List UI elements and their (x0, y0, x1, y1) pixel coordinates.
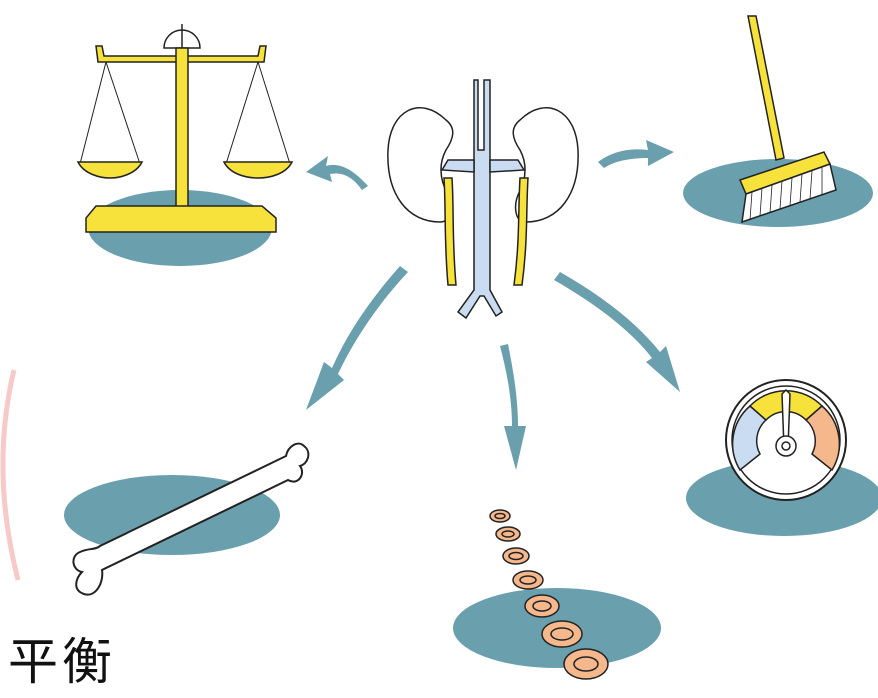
scale-left-pan (78, 162, 142, 178)
red-blood-cell (503, 548, 529, 564)
right-ureter (514, 178, 528, 285)
kidneys-icon (388, 80, 578, 318)
arrow-to-bone (306, 266, 408, 410)
red-blood-cell (496, 527, 520, 541)
watermark-arc (3, 370, 18, 580)
arrow-to-broom (598, 140, 674, 168)
gauge-hub (776, 436, 796, 456)
balance-scale-icon (78, 24, 292, 232)
red-blood-cell (542, 621, 582, 647)
left-ureter (444, 178, 456, 285)
red-blood-cell (564, 649, 608, 679)
red-blood-cell (490, 510, 510, 522)
pressure-gauge-icon (726, 380, 846, 500)
right-renal-vessel (490, 160, 524, 172)
broom-icon (740, 16, 836, 222)
arrow-to-scale (306, 156, 368, 190)
left-kidney (388, 108, 453, 222)
left-renal-vessel (442, 160, 474, 172)
scale-right-pan (224, 162, 292, 178)
arrow-to-gauge (554, 272, 680, 392)
aorta (458, 80, 502, 318)
red-blood-cell (525, 595, 559, 617)
scale-base (86, 206, 276, 232)
red-blood-cell (513, 571, 543, 589)
broom-handle (748, 16, 784, 160)
arrow-to-cells (500, 344, 526, 470)
caption-text: 平衡 (8, 632, 116, 692)
scale-pillar (176, 48, 188, 214)
